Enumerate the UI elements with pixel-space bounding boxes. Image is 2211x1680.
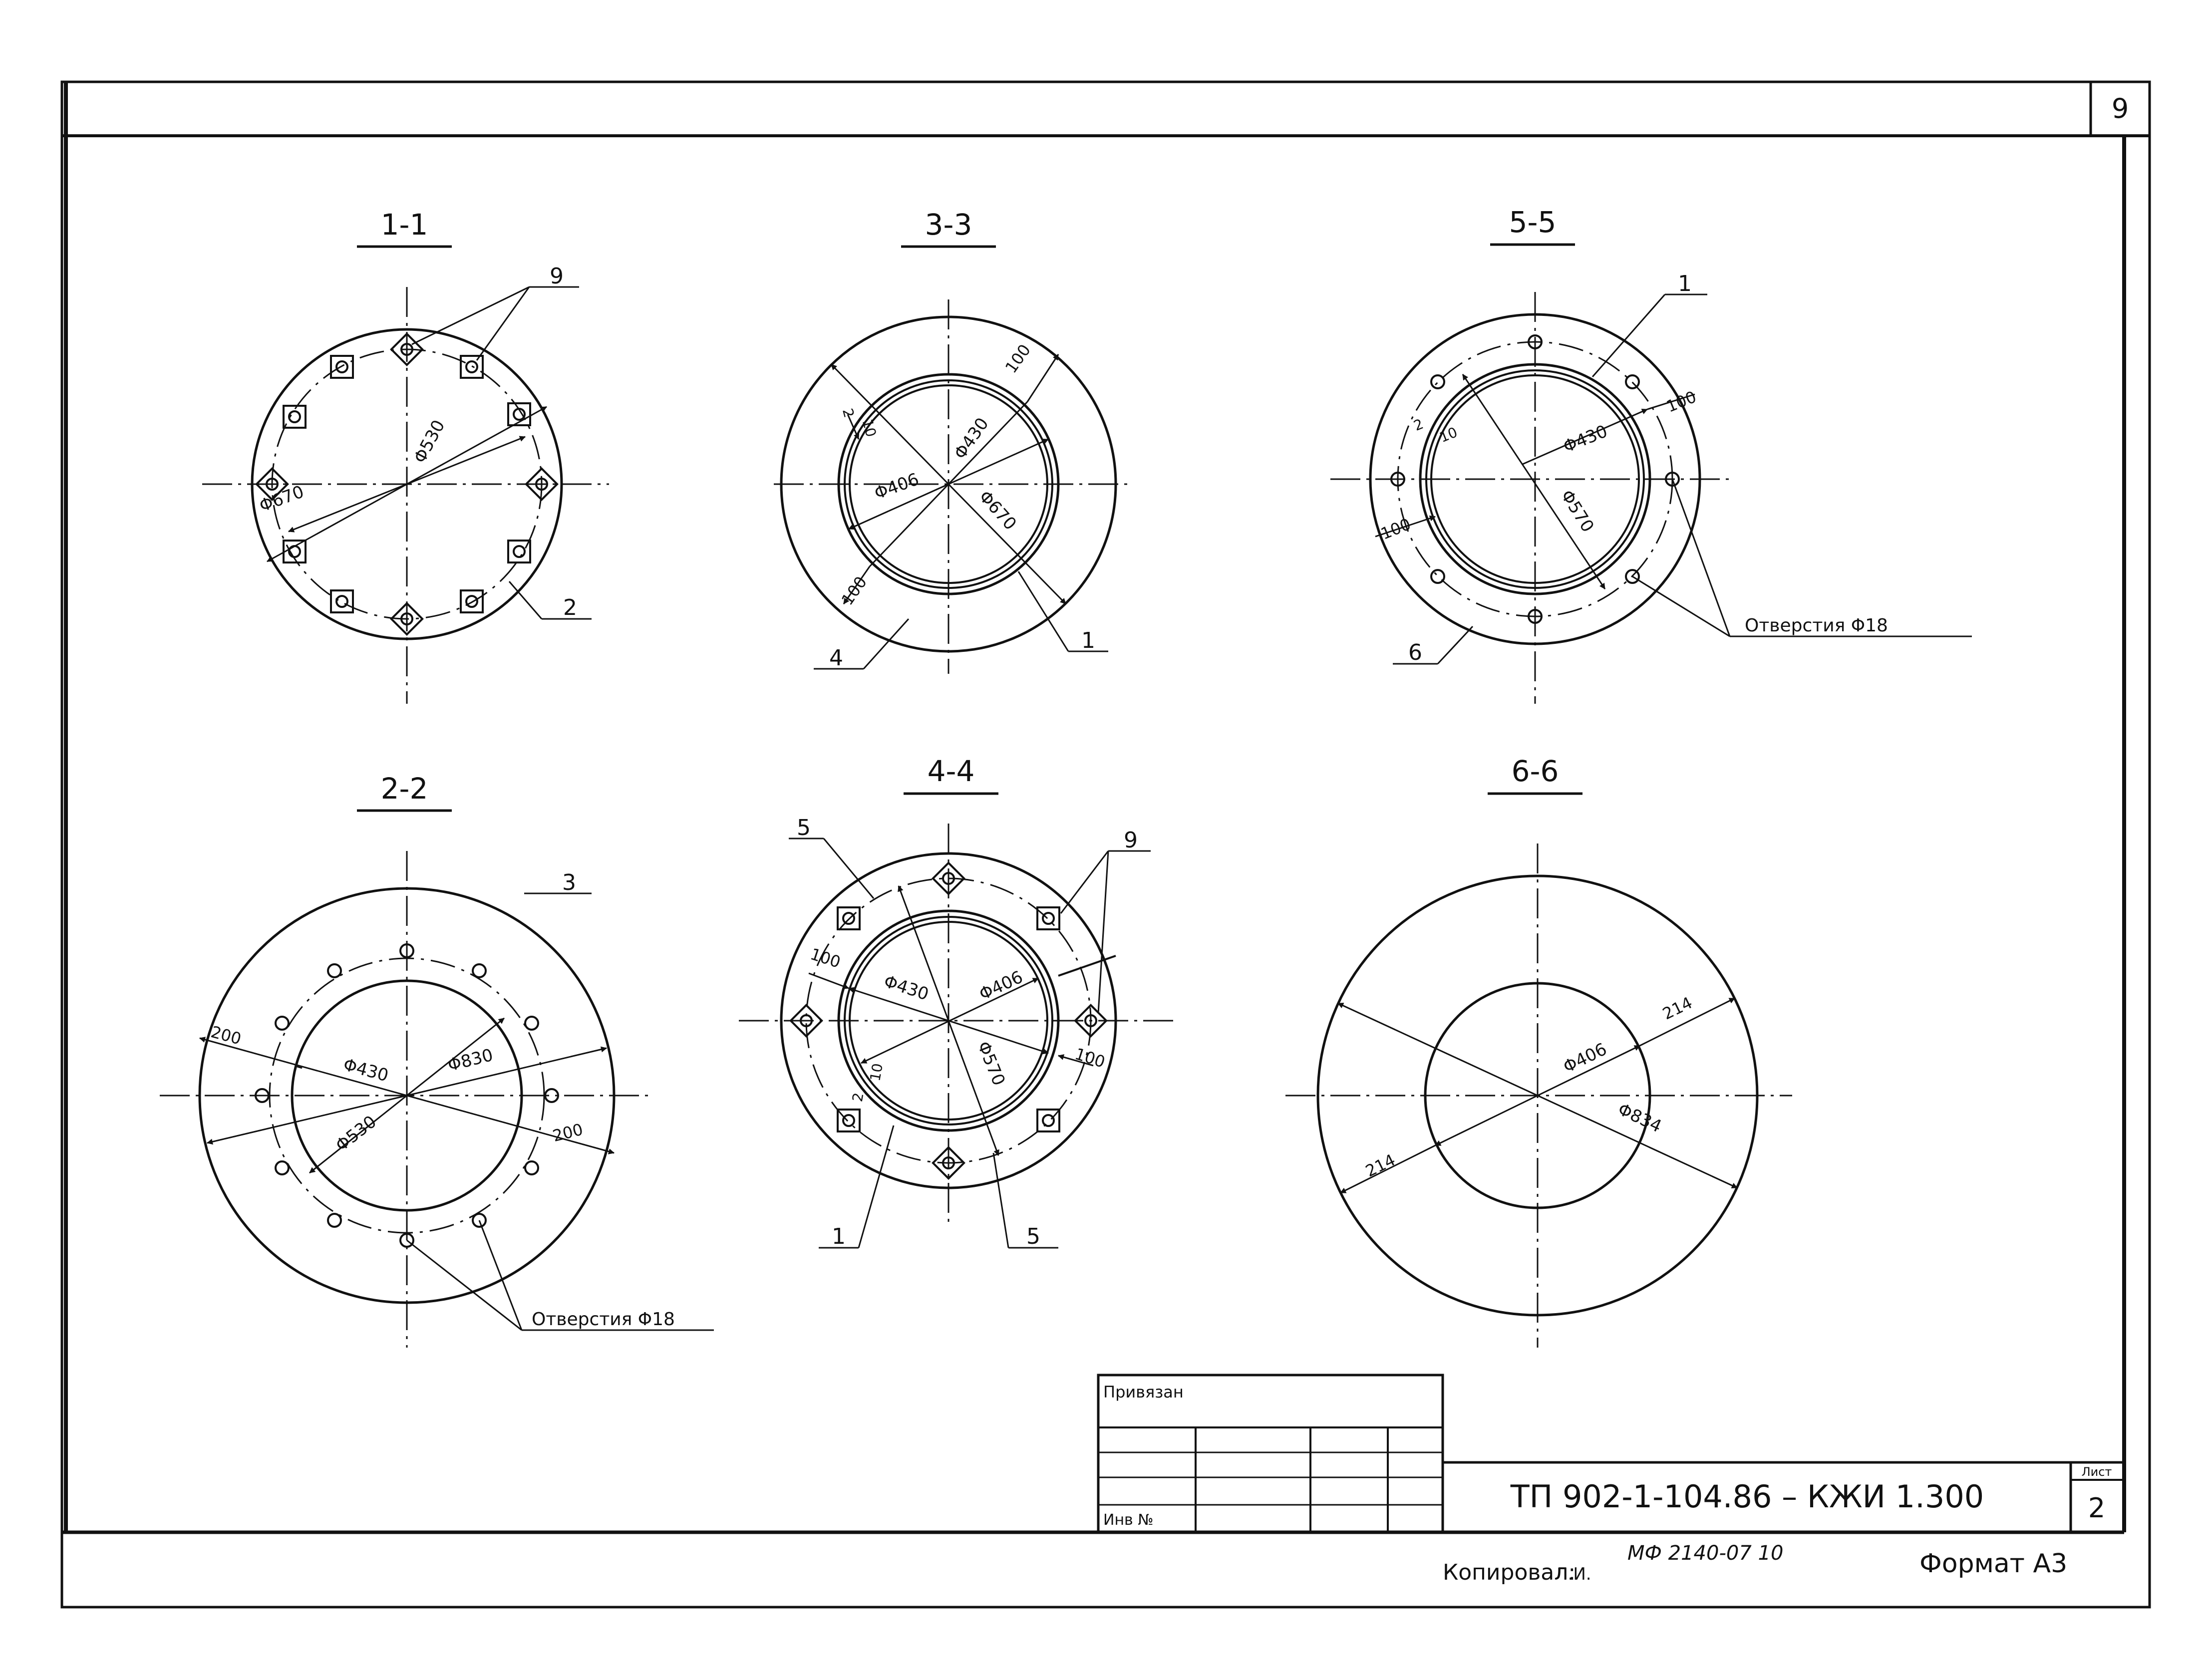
dim-d670: Φ670 [257,482,307,516]
dim-d570: Φ570 [973,1039,1008,1089]
holes-note: Отверстия Φ18 [1745,615,1888,636]
dim-d530: Φ530 [332,1112,380,1155]
embedded-plates [255,332,559,636]
order-number: МФ 2140-07 10 [1627,1542,1783,1565]
dim-d570: Φ570 [1557,487,1598,536]
view-6-6: 6-6 Φ406 Φ834 214 214 [1285,754,1792,1348]
document-code: ТП 902-1-104.86 – КЖИ 1.300 [1510,1478,1984,1515]
callout-5-bottom: 5 [1026,1224,1040,1249]
outer-circle [251,328,563,640]
holes-note: Отверстия Φ18 [532,1309,675,1330]
dim-214-left: 214 [1362,1150,1398,1181]
view-3-3: 3-3 Φ430 Φ406 Φ670 100 100 2 10 [774,208,1128,674]
dim-100-right: 100 [1072,1044,1107,1072]
dim-d830: Φ830 [446,1045,495,1076]
dim-d430: Φ430 [341,1055,390,1086]
sleeve-outer [1419,363,1651,595]
view-title-4-4: 4-4 [928,754,975,788]
view-title-5-5: 5-5 [1509,205,1557,239]
dim-2: 2 [839,407,857,420]
view-title-2-2: 2-2 [381,772,428,806]
callout-1: 1 [1678,271,1692,296]
format-label: Формат А3 [1919,1549,2067,1579]
dim-d406: Φ406 [872,469,922,504]
sheet-number: 9 [2112,93,2129,124]
outer-circle [780,315,1117,653]
copied-label: Копировал: [1443,1560,1576,1585]
callout-4: 4 [829,645,843,671]
view-2-2: 2-2 Φ430 Φ830 [160,772,714,1348]
view-title-1-1: 1-1 [381,208,428,242]
dim-d430: Φ430 [1561,421,1610,457]
frame [60,80,2151,1609]
dim-d670: Φ670 [975,487,1020,534]
callout-6: 6 [1408,640,1422,665]
outer-circle [780,852,1117,1189]
dim-100-left: 100 [808,944,843,972]
dim-d430: Φ430 [882,971,932,1004]
list-label: Лист [2082,1465,2112,1479]
dim-d834: Φ834 [1615,1100,1665,1137]
callout-2: 2 [563,595,577,620]
privyazan-label: Привязан [1103,1383,1184,1401]
inv-no-label: Инв № [1103,1511,1153,1529]
callout-5-top: 5 [797,815,811,840]
dim-100-bottom: 100 [838,573,871,609]
dim-d430: Φ430 [950,414,992,463]
outer-circle [1369,313,1701,645]
dim-200-right: 200 [551,1120,585,1146]
dim-100-right: 100 [1663,387,1699,416]
dim-214-right: 214 [1659,993,1695,1024]
title-block [1097,1374,2124,1534]
view-5-5: 5-5 Φ430 Φ570 100 [1330,205,1972,704]
dim-d530: Φ530 [410,417,449,467]
bolt-holes [255,943,559,1248]
callout-3: 3 [562,870,576,895]
dim-100-left: 100 [1378,515,1413,544]
callout-9: 9 [1124,828,1138,853]
outer-circle [1316,874,1759,1317]
callout-9: 9 [550,264,564,289]
dim-2: 2 [1411,416,1426,434]
dim-d406: Φ406 [976,967,1026,1005]
callout-1: 1 [832,1224,846,1249]
dim-100-top: 100 [1001,341,1034,377]
dim-2: 2 [849,1092,867,1103]
callout-1: 1 [1081,628,1095,653]
view-4-4: 4-4 Φ430 Φ406 [739,754,1176,1249]
embedded-plates [789,861,1108,1180]
view-title-6-6: 6-6 [1512,754,1559,788]
bolt-holes [1390,334,1680,624]
view-title-3-3: 3-3 [925,208,972,242]
dim-10: 10 [867,1062,886,1083]
bolt-circle [805,877,1092,1164]
dim-200-left: 200 [209,1022,243,1049]
copied-signature: Л.И. [1555,1564,1591,1584]
view-1-1: 1-1 Φ670 Φ530 [202,208,609,704]
list-number: 2 [2088,1492,2105,1524]
dim-d406: Φ406 [1560,1039,1610,1077]
